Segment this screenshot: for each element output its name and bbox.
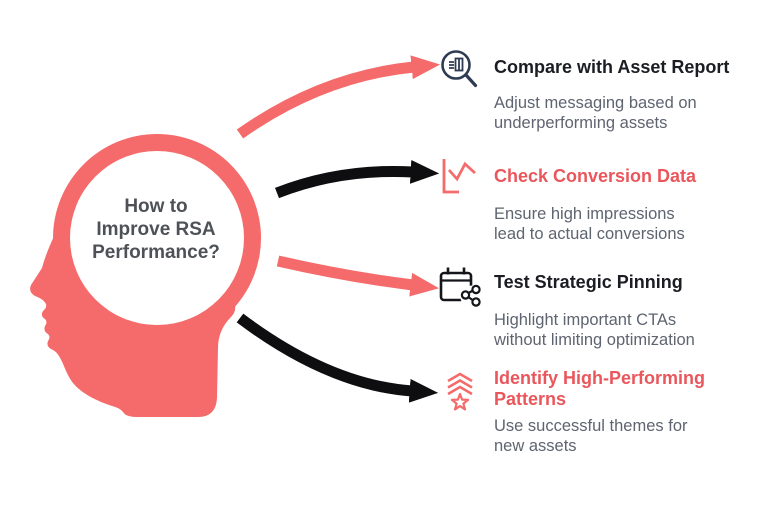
question-line: How to	[124, 196, 188, 217]
question-line: Improve RSA	[96, 219, 216, 240]
head-silhouette	[30, 134, 261, 417]
arrow-3	[276, 255, 440, 297]
question-line: Performance?	[92, 242, 220, 263]
item-3-description: Highlight important CTAs without limitin…	[494, 311, 695, 349]
brain-circle-inner	[70, 151, 244, 325]
chevrons-star-icon	[447, 372, 473, 411]
arrow-4	[236, 313, 439, 403]
line-chart-icon	[442, 159, 476, 194]
arrow-2	[274, 159, 440, 199]
item-4-description: Use successful themes for new assets	[494, 417, 688, 455]
item-1-title: Compare with Asset Report	[494, 57, 730, 77]
item-2-title: Check Conversion Data	[494, 166, 697, 186]
item-1-description: Adjust messaging based on underperformin…	[494, 94, 697, 132]
item-2-description: Ensure high impressions lead to actual c…	[494, 205, 685, 243]
arrow-1	[236, 55, 441, 139]
report-search-icon	[441, 50, 478, 88]
calendar-pinning-icon	[439, 267, 482, 309]
item-4-title: Identify High-Performing Patterns	[494, 368, 705, 409]
item-3-title: Test Strategic Pinning	[494, 272, 683, 292]
central-question: How to Improve RSA Performance?	[68, 195, 244, 264]
